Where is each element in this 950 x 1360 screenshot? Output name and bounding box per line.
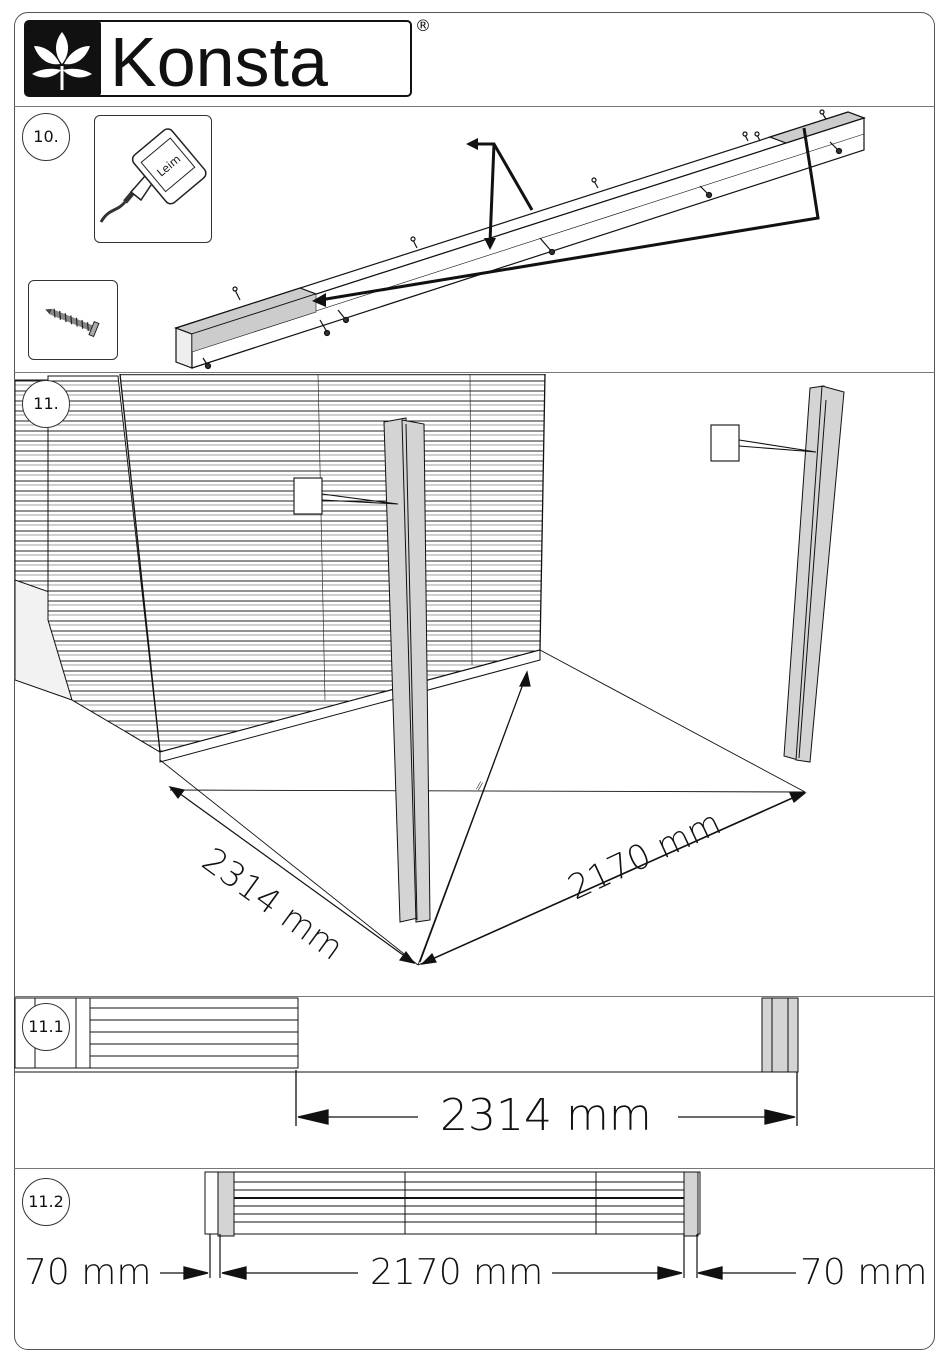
step-11-2-number: 11.2 xyxy=(22,1178,70,1226)
front-view-wall xyxy=(205,1172,700,1234)
center-dimension-label: 2170 mm xyxy=(370,1252,543,1293)
left-dimension-label: 70 mm xyxy=(24,1252,151,1293)
right-dimension-label: 70 mm xyxy=(800,1252,927,1293)
